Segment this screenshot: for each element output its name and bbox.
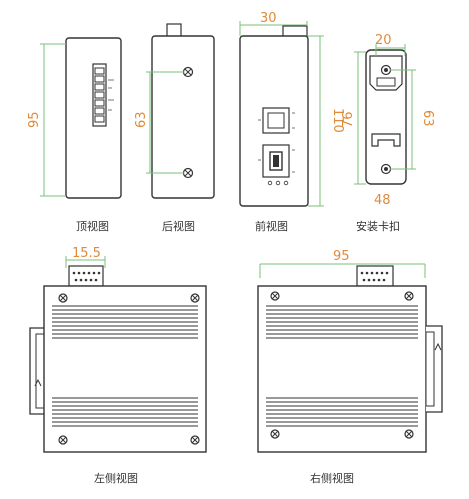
caption-top-view: 顶视图 bbox=[76, 219, 109, 233]
screw-icon bbox=[270, 291, 280, 301]
screw-icon bbox=[380, 163, 392, 175]
clip-dim-76: 76 bbox=[341, 111, 356, 128]
front-dim-30: 30 bbox=[260, 11, 277, 26]
caption-front-view: 前视图 bbox=[255, 219, 288, 233]
top-dim-95: 95 bbox=[27, 111, 42, 128]
screw-icon bbox=[182, 167, 194, 179]
back-dim-63: 63 bbox=[134, 111, 149, 128]
screw-icon bbox=[58, 293, 68, 303]
left-side-body bbox=[43, 285, 207, 453]
screw-icon bbox=[190, 435, 200, 445]
caption-left-side-view: 左侧视图 bbox=[94, 471, 138, 485]
clip-dim-63: 63 bbox=[420, 110, 435, 127]
screw-icon bbox=[404, 429, 414, 439]
screw-icon bbox=[190, 293, 200, 303]
front-view: 30 110 前视图 bbox=[239, 11, 345, 233]
clip-dim-20: 20 bbox=[375, 33, 392, 48]
screw-icon bbox=[380, 64, 392, 76]
caption-right-side-view: 右侧视图 bbox=[310, 471, 354, 485]
screw-icon bbox=[404, 291, 414, 301]
back-view-body bbox=[151, 35, 215, 199]
right-dim-95: 95 bbox=[333, 249, 350, 264]
left-side-view: 15.5 左侧视图 bbox=[29, 246, 207, 485]
caption-back-view: 后视图 bbox=[162, 219, 195, 233]
left-connector bbox=[68, 265, 104, 287]
right-side-view: 95 右侧视图 bbox=[257, 249, 443, 485]
right-connector bbox=[356, 265, 394, 287]
front-dim-110: 110 bbox=[330, 108, 345, 133]
screw-icon bbox=[270, 429, 280, 439]
clip-dim-48: 48 bbox=[374, 193, 391, 208]
right-side-body bbox=[257, 285, 427, 453]
left-dim-15-5: 15.5 bbox=[72, 246, 101, 261]
caption-mounting-clip: 安装卡扣 bbox=[356, 219, 400, 233]
back-view: 63 后视图 bbox=[134, 23, 215, 233]
screw-icon bbox=[58, 435, 68, 445]
top-view: 95 顶视图 bbox=[27, 37, 122, 233]
led-indicator bbox=[267, 180, 289, 186]
mounting-clip: 20 76 63 48 安装卡扣 bbox=[341, 33, 435, 233]
screw-icon bbox=[182, 66, 194, 78]
